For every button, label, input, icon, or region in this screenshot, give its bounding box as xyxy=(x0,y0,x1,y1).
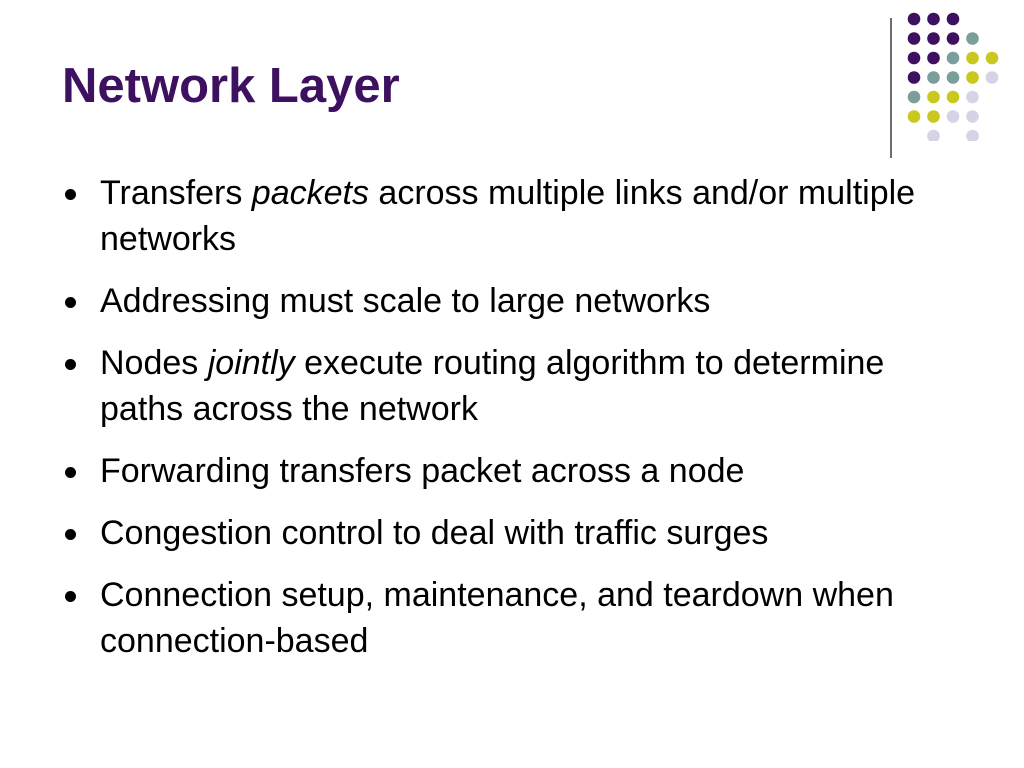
bullet-item: Congestion control to deal with traffic … xyxy=(62,510,962,556)
decorative-dot xyxy=(966,51,979,65)
bullet-list: Transfers packets across multiple links … xyxy=(62,170,962,680)
bullet-text: Transfers xyxy=(100,174,252,212)
decorative-dot xyxy=(946,110,960,123)
decorative-dot xyxy=(946,71,960,84)
decorative-dot-grid xyxy=(907,12,999,141)
decorative-dot xyxy=(907,51,921,65)
bullet-emphasis: packets xyxy=(251,174,369,212)
decorative-dot xyxy=(927,110,940,123)
decorative-dot xyxy=(907,32,921,45)
bullet-dot-icon xyxy=(65,529,76,540)
decorative-dot xyxy=(907,71,921,84)
bullet-item: Connection setup, maintenance, and teard… xyxy=(62,572,962,664)
decorative-dot xyxy=(985,51,999,65)
decorative-dot xyxy=(927,90,940,104)
bullet-item: Transfers packets across multiple links … xyxy=(62,170,962,262)
decorative-dot xyxy=(966,129,979,141)
bullet-dot-icon xyxy=(65,297,76,308)
bullet-text: Forwarding transfers packet across a nod… xyxy=(100,452,745,490)
bullet-text: across multiple links and/or multiple ne… xyxy=(100,174,916,258)
decorative-dot xyxy=(907,90,921,104)
bullet-item: Nodes jointly execute routing algorithm … xyxy=(62,340,962,432)
bullet-dot-icon xyxy=(65,591,76,602)
decorative-dot xyxy=(966,110,979,123)
decorative-dot xyxy=(985,71,999,84)
decorative-dot xyxy=(927,71,940,84)
decorative-dot xyxy=(946,90,960,104)
bullet-dot-icon xyxy=(65,467,76,478)
title-divider xyxy=(890,18,892,158)
bullet-item: Addressing must scale to large networks xyxy=(62,278,962,324)
decorative-dot xyxy=(907,110,921,123)
decorative-dot xyxy=(927,129,940,141)
decorative-dot xyxy=(966,90,979,104)
decorative-dot xyxy=(966,32,979,45)
decorative-dot xyxy=(966,71,979,84)
bullet-text: Connection setup, maintenance, and teard… xyxy=(100,576,894,660)
decorative-dot xyxy=(927,32,940,45)
bullet-dot-icon xyxy=(65,359,76,370)
decorative-dot xyxy=(907,12,921,26)
decorative-dot xyxy=(927,51,940,65)
bullet-text: Nodes xyxy=(100,344,208,382)
slide-title: Network Layer xyxy=(62,59,400,113)
bullet-emphasis: jointly xyxy=(207,344,295,382)
bullet-dot-icon xyxy=(65,189,76,200)
decorative-dot xyxy=(946,32,960,45)
decorative-dot xyxy=(946,51,960,65)
decorative-dot xyxy=(927,12,940,26)
bullet-text: Congestion control to deal with traffic … xyxy=(100,514,769,552)
decorative-dot xyxy=(946,12,960,26)
bullet-item: Forwarding transfers packet across a nod… xyxy=(62,448,962,494)
bullet-text: execute routing algorithm to determine p… xyxy=(100,344,885,428)
bullet-text: Addressing must scale to large networks xyxy=(100,282,711,320)
